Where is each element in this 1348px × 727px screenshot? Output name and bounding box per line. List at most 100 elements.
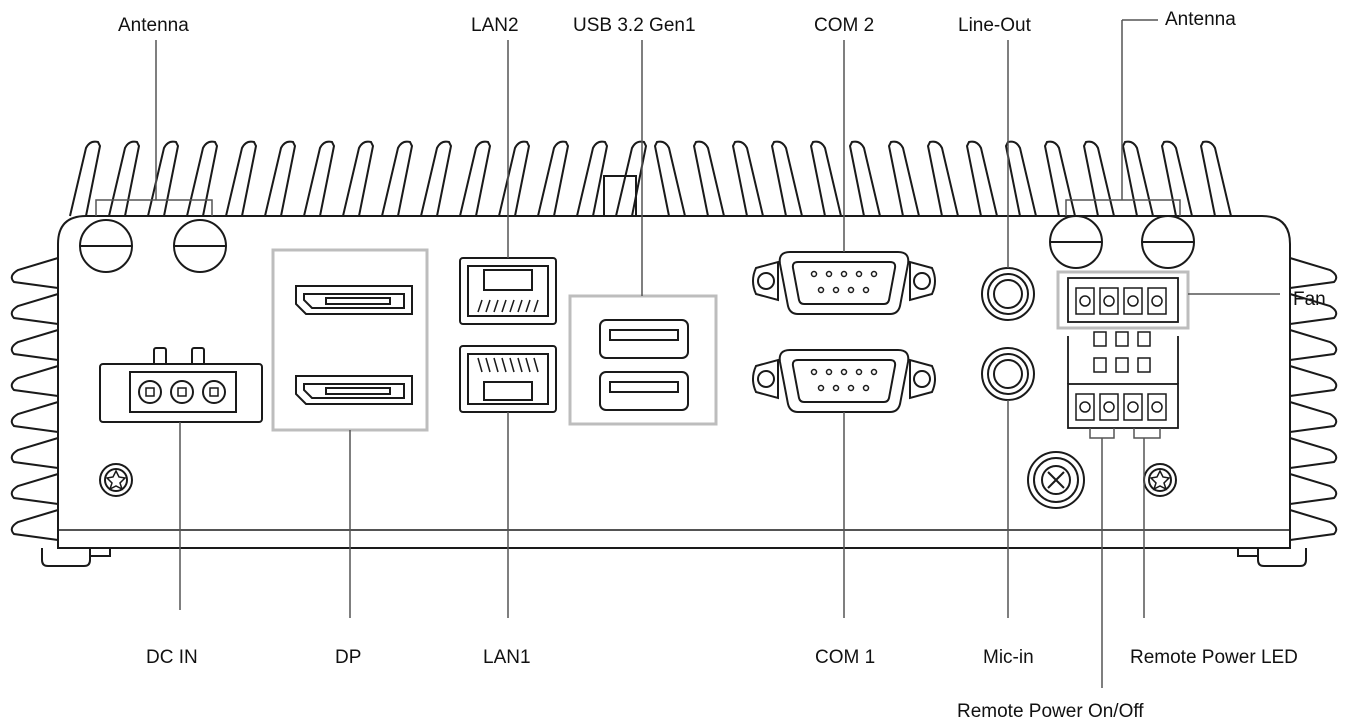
- terminal-screw: [1151, 295, 1163, 307]
- heatsink-fin: [653, 140, 686, 217]
- com-pin: [840, 368, 848, 376]
- com2-port: [752, 251, 936, 315]
- lan-pin: [493, 299, 499, 313]
- label-usb: USB 3.2 Gen1: [573, 15, 696, 36]
- dc-in-pin-slot: [145, 387, 155, 397]
- label-com1: COM 1: [815, 647, 876, 668]
- com-pin: [862, 384, 870, 392]
- com-pin: [855, 368, 863, 376]
- heatsink-fin: [615, 140, 648, 217]
- lan-pin: [533, 299, 539, 313]
- terminal-latch: [1093, 357, 1107, 373]
- lan-pin: [501, 299, 507, 313]
- heatsink-fin: [186, 140, 219, 217]
- label-line-out: Line-Out: [958, 15, 1031, 36]
- terminal-latch: [1093, 331, 1107, 347]
- label-antenna-left: Antenna: [118, 15, 189, 36]
- dc-in-pin-slot: [209, 387, 219, 397]
- heatsink-fin: [926, 140, 959, 217]
- heatsink-fins-top: [69, 140, 1232, 217]
- chassis-outline: [57, 215, 1291, 549]
- lan1-pins: [477, 357, 539, 373]
- lan-pin: [517, 357, 523, 373]
- heatsink-fin: [1160, 140, 1193, 217]
- terminal-blocks: [1067, 277, 1179, 429]
- terminal-latch: [1115, 357, 1129, 373]
- heatsink-fins-side: [10, 257, 1338, 541]
- chassis: [41, 215, 1307, 567]
- lan-pin: [493, 357, 499, 373]
- terminal-screw: [1127, 295, 1139, 307]
- dp-ports: [295, 285, 413, 405]
- lan-pin: [477, 357, 483, 373]
- terminal-latch: [1115, 331, 1129, 347]
- com-pin: [825, 270, 833, 278]
- label-antenna-right: Antenna: [1165, 9, 1236, 30]
- heatsink-fin: [692, 140, 725, 217]
- lan-pin: [525, 357, 531, 373]
- heatsink-fin: [1082, 140, 1115, 217]
- label-dc-in: DC IN: [146, 647, 198, 668]
- audio-jacks: [981, 267, 1035, 401]
- heatsink-fin: [303, 140, 336, 217]
- side-fin-right: [1289, 401, 1338, 433]
- side-fin-left: [10, 293, 59, 325]
- dc-in-terminal: [99, 347, 263, 423]
- lan-pin: [525, 299, 531, 313]
- heatsink-fin: [809, 140, 842, 217]
- heatsink-fin: [770, 140, 803, 217]
- label-mic-in: Mic-in: [983, 647, 1034, 668]
- lan-pin: [485, 357, 491, 373]
- side-fin-right: [1289, 329, 1338, 361]
- heatsink-fin: [342, 140, 375, 217]
- label-lan2: LAN2: [471, 15, 519, 36]
- label-remote-power-led: Remote Power LED: [1130, 647, 1298, 668]
- usb-ports: [599, 319, 689, 411]
- side-fin-left: [10, 257, 59, 289]
- heatsink-fin: [147, 140, 180, 217]
- heatsink-fin: [887, 140, 920, 217]
- side-fin-left: [10, 437, 59, 469]
- com-pin: [817, 384, 825, 392]
- heatsink-fin: [498, 140, 531, 217]
- heatsink-fin: [537, 140, 570, 217]
- heatsink-fin: [848, 140, 881, 217]
- heatsink-fin: [459, 140, 492, 217]
- label-lan1: LAN1: [483, 647, 531, 668]
- com-pin: [847, 384, 855, 392]
- com-ports: [752, 251, 936, 413]
- usb-highlight-box: [568, 294, 718, 426]
- side-fin-right: [1289, 257, 1338, 289]
- side-fin-right: [1289, 473, 1338, 505]
- dc-in-pins: [138, 380, 226, 404]
- com-pin: [832, 384, 840, 392]
- antenna-ports-right: [1049, 215, 1195, 269]
- com-pin: [870, 368, 878, 376]
- side-fin-right: [1289, 365, 1338, 397]
- heatsink-fin: [576, 140, 609, 217]
- dc-in-pin-slot: [177, 387, 187, 397]
- heatsink-fin: [381, 140, 414, 217]
- screws: [99, 451, 1177, 509]
- lan-pin: [509, 299, 515, 313]
- com-pin: [840, 270, 848, 278]
- heatsink-fin: [225, 140, 258, 217]
- heatsink-center-notch: [603, 175, 637, 216]
- terminal-screw: [1103, 401, 1115, 413]
- antenna-ports-left: [79, 219, 227, 273]
- lan-pin: [533, 357, 539, 373]
- lan-pin: [477, 299, 483, 313]
- com-pin: [862, 286, 870, 294]
- terminal-screw: [1103, 295, 1115, 307]
- side-fin-left: [10, 329, 59, 361]
- heatsink-fin: [965, 140, 998, 217]
- lan2-pins: [477, 299, 539, 313]
- heatsink-fin: [1199, 140, 1232, 217]
- ground-screw: [1027, 451, 1085, 509]
- heatsink-fin: [1043, 140, 1076, 217]
- side-fin-left: [10, 473, 59, 505]
- lan-pin: [485, 299, 491, 313]
- com1-port: [752, 349, 936, 413]
- com-pin: [832, 286, 840, 294]
